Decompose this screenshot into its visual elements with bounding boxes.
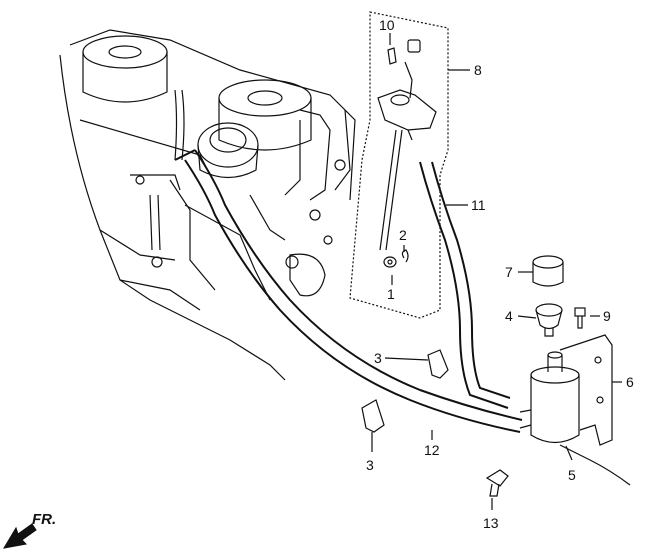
callout-7: 7 bbox=[505, 264, 513, 280]
callout-1: 1 bbox=[387, 286, 395, 302]
front-direction-indicator: FR. bbox=[3, 511, 56, 549]
callout-13: 13 bbox=[483, 515, 499, 531]
hose-clamp-lower bbox=[361, 399, 385, 433]
callout-10: 10 bbox=[379, 17, 395, 33]
bolt-part bbox=[485, 469, 509, 497]
engine-assembly bbox=[59, 29, 356, 381]
callout-4: 4 bbox=[505, 308, 513, 324]
canister-part bbox=[519, 351, 631, 486]
canister-bracket-part bbox=[559, 334, 613, 446]
washer-part bbox=[383, 256, 397, 268]
front-label: FR. bbox=[32, 511, 56, 528]
callout-6: 6 bbox=[626, 374, 634, 390]
callout-5: 5 bbox=[568, 467, 576, 483]
hose-12 bbox=[174, 149, 523, 433]
callout-3-upper: 3 bbox=[374, 350, 382, 366]
hose-clamp-upper bbox=[427, 349, 449, 379]
callout-8: 8 bbox=[474, 62, 482, 78]
callout-12: 12 bbox=[424, 442, 440, 458]
filter-element-part bbox=[535, 303, 563, 337]
callout-9: 9 bbox=[603, 308, 611, 324]
valve-cap-part bbox=[387, 39, 421, 99]
screw-part bbox=[574, 307, 586, 329]
front-arrow-icon bbox=[3, 523, 37, 549]
filter-cap-part bbox=[532, 255, 564, 287]
control-valve-part bbox=[377, 89, 437, 251]
clip-part bbox=[401, 249, 409, 263]
leader-lines bbox=[371, 33, 622, 510]
callout-2: 2 bbox=[399, 227, 407, 243]
control-assembly-outline bbox=[349, 11, 449, 319]
callout-11: 11 bbox=[471, 197, 486, 213]
callout-3-lower: 3 bbox=[366, 457, 374, 473]
hose-11 bbox=[419, 161, 511, 409]
